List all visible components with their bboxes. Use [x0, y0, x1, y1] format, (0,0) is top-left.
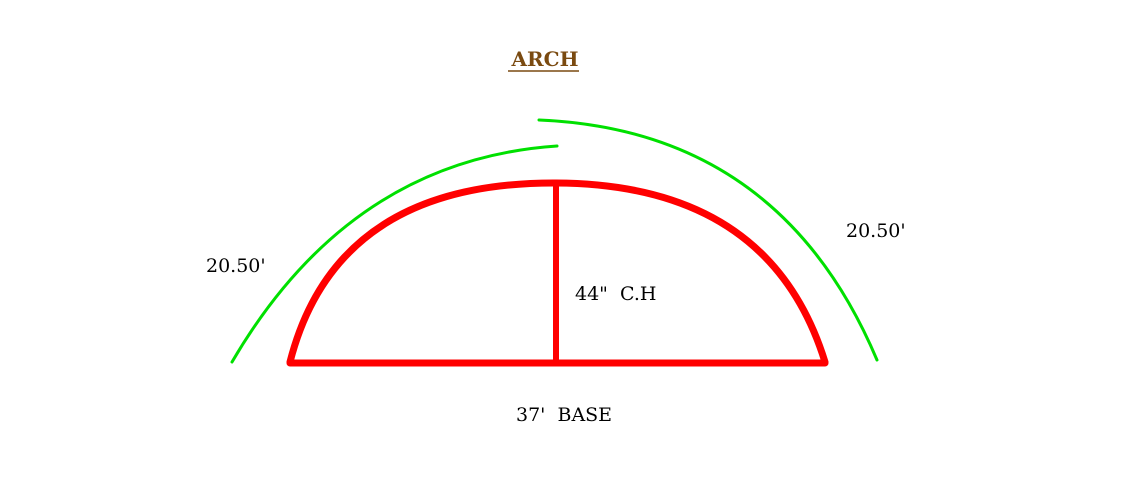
base-length-label: 37' BASE [516, 404, 612, 426]
diagram-title: ARCH [511, 47, 579, 71]
left-arc-length-label: 20.50' [206, 255, 266, 277]
center-height-label: 44" C.H [575, 283, 656, 305]
right-arc-guide [537, 118, 879, 362]
left-arc-guide [230, 144, 559, 364]
right-arc-length-label: 20.50' [846, 220, 906, 242]
